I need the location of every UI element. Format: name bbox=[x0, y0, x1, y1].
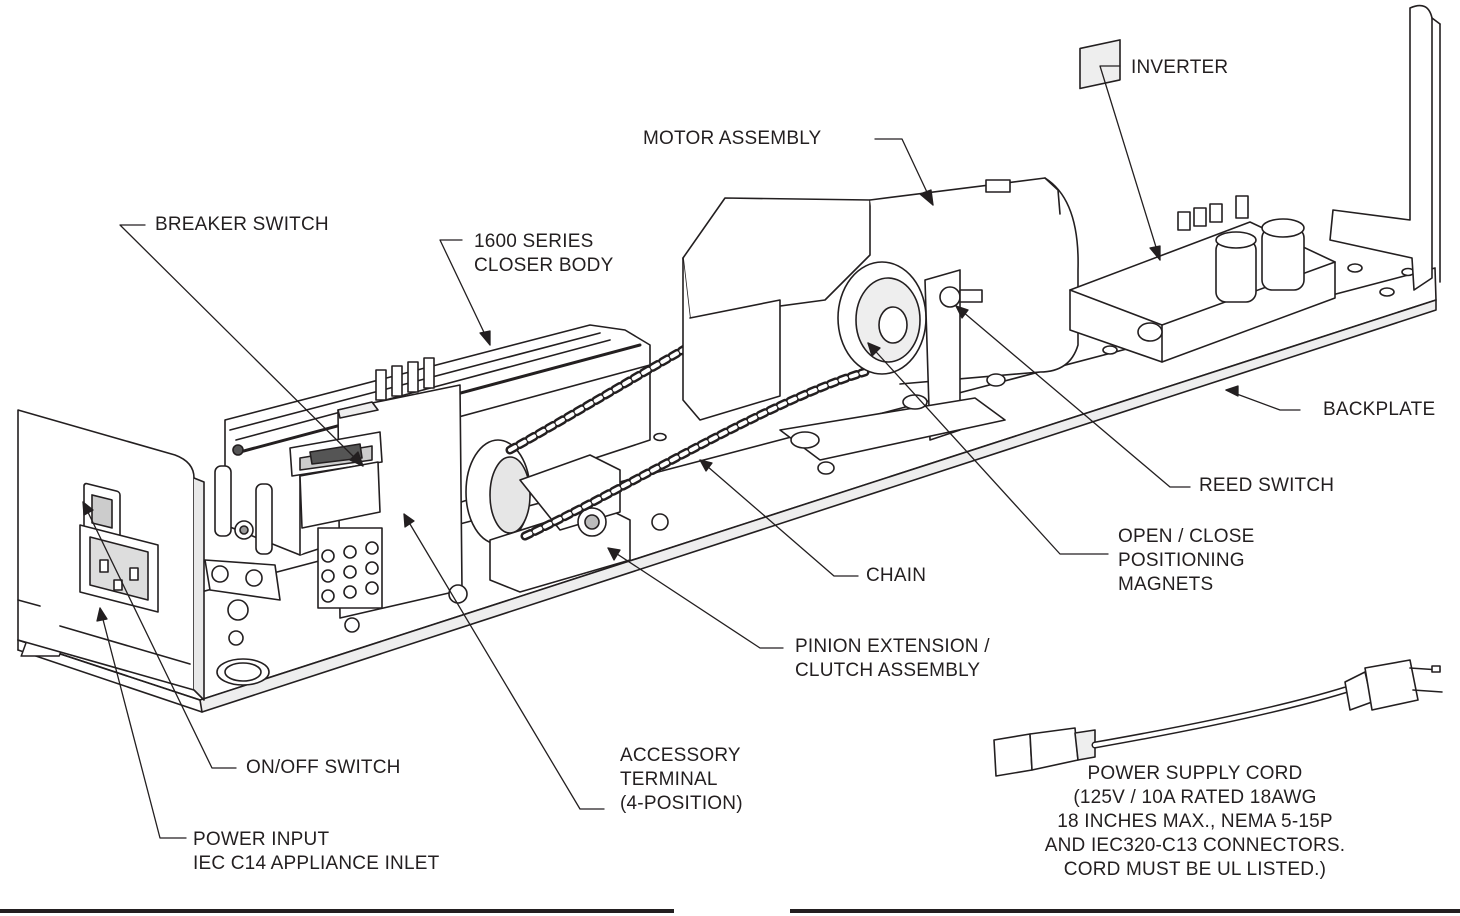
label-accessory-terminal-line-1: ACCESSORY bbox=[620, 745, 741, 766]
label-positioning-magnets-line-2: POSITIONING bbox=[1118, 550, 1245, 571]
label-closer-body-line-1: 1600 SERIES bbox=[474, 231, 594, 252]
label-breaker-switch: BREAKER SWITCH bbox=[155, 214, 329, 235]
label-power-input: POWER INPUT IEC C14 APPLIANCE INLET bbox=[193, 828, 439, 876]
label-positioning-magnets-line-1: OPEN / CLOSE bbox=[1118, 526, 1255, 547]
label-accessory-terminal-line-3: (4-POSITION) bbox=[620, 793, 743, 814]
bottom-rule-left bbox=[0, 909, 674, 913]
label-closer-body: 1600 SERIES CLOSER BODY bbox=[474, 230, 613, 278]
label-motor-assembly: MOTOR ASSEMBLY bbox=[643, 128, 822, 149]
label-accessory-terminal-line-2: TERMINAL bbox=[620, 769, 718, 790]
label-pinion-line-2: CLUTCH ASSEMBLY bbox=[795, 660, 981, 681]
label-closer-body-line-2: CLOSER BODY bbox=[474, 255, 614, 276]
pinion-clutch-drawing bbox=[448, 439, 669, 604]
label-power-input-line-2: IEC C14 APPLIANCE INLET bbox=[193, 853, 440, 874]
label-inverter: INVERTER bbox=[1131, 57, 1229, 78]
label-backplate: BACKPLATE bbox=[1323, 399, 1436, 420]
motor-drawing bbox=[682, 177, 1079, 475]
label-power-input-line-1: POWER INPUT bbox=[193, 829, 330, 850]
label-positioning-magnets: OPEN / CLOSE POSITIONING MAGNETS bbox=[1118, 525, 1255, 597]
bottom-rule-right bbox=[790, 909, 1460, 913]
label-pinion-line-1: PINION EXTENSION / bbox=[795, 636, 990, 657]
power-cord-drawing bbox=[993, 659, 1443, 777]
label-power-cord-line-4: AND IEC320-C13 CONNECTORS. bbox=[1044, 835, 1346, 856]
label-power-cord-line-2: (125V / 10A RATED 18AWG bbox=[1073, 787, 1317, 808]
label-power-cord-line-3: 18 INCHES MAX., NEMA 5-15P bbox=[1057, 811, 1333, 832]
label-power-cord: POWER SUPPLY CORD (125V / 10A RATED 18AW… bbox=[1030, 762, 1360, 882]
label-power-cord-line-1: POWER SUPPLY CORD bbox=[1087, 763, 1303, 784]
label-accessory-terminal: ACCESSORY TERMINAL (4-POSITION) bbox=[620, 744, 743, 816]
leader-lines bbox=[82, 65, 1301, 839]
label-chain: CHAIN bbox=[866, 565, 927, 586]
label-reed-switch: REED SWITCH bbox=[1199, 475, 1335, 496]
inverter-drawing bbox=[1069, 4, 1441, 363]
label-power-cord-line-5: CORD MUST BE UL LISTED.) bbox=[1063, 859, 1327, 880]
label-pinion: PINION EXTENSION / CLUTCH ASSEMBLY bbox=[795, 635, 990, 683]
label-positioning-magnets-line-3: MAGNETS bbox=[1118, 574, 1214, 595]
label-on-off-switch: ON/OFF SWITCH bbox=[246, 757, 401, 778]
